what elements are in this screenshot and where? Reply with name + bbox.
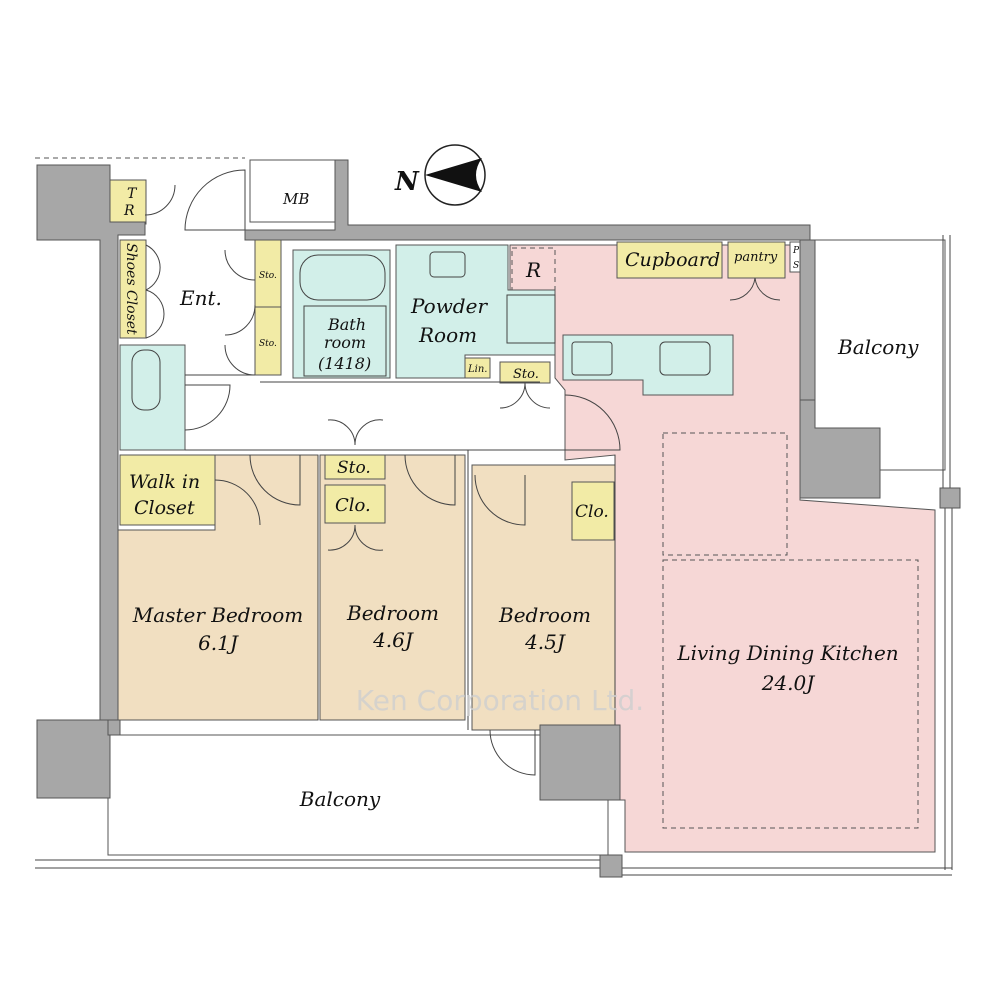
linen-closet [464, 357, 491, 379]
ps-label: P [792, 246, 800, 256]
entrance-label: Ent. [179, 286, 222, 310]
shoes-closet [119, 239, 147, 339]
north-compass-icon: N [394, 144, 486, 206]
storage-label: Sto. [259, 339, 277, 349]
linen-label: Lin. [467, 364, 487, 375]
sink-icon [429, 251, 466, 278]
closet-label: Clo. [335, 495, 371, 516]
storage-label: Sto. [513, 367, 539, 382]
bathroom-label: room [324, 333, 366, 352]
powder-room-label: Powder [410, 294, 488, 318]
ldk-label: Living Dining Kitchen [676, 641, 898, 665]
storage-label: Sto. [337, 458, 371, 478]
balcony-south-label: Balcony [299, 787, 381, 811]
toilet-icon [131, 349, 161, 411]
storage-bedroom-2 [324, 454, 386, 480]
ps-label: S [793, 261, 799, 271]
walk-in-closet [119, 454, 216, 526]
doors [144, 169, 781, 776]
storage-upper [254, 239, 282, 308]
pantry [727, 241, 786, 279]
bathroom-label: (1418) [318, 354, 371, 373]
closet-bedroom-2 [324, 484, 386, 524]
master-bedroom-size: 6.1J [198, 631, 239, 655]
bedroom-3-size: 4.5J [524, 630, 566, 654]
bedroom-2-label: Bedroom [346, 601, 439, 625]
storage-lower [254, 306, 282, 376]
kitchen-counter [562, 334, 734, 396]
master-bedroom-label: Master Bedroom [132, 603, 303, 627]
tr-label: T [127, 186, 138, 202]
walls [36, 159, 961, 878]
kitchen-sink-icon [659, 341, 711, 376]
balcony-east-label: Balcony [837, 335, 919, 359]
watermark: Ken Corporation Ltd. [356, 684, 644, 717]
walk-in-closet-label: Walk in [129, 471, 200, 493]
powder-room-label: Room [418, 323, 477, 347]
cupboard-label: Cupboard [625, 249, 720, 271]
balcony-south [107, 734, 609, 856]
refrigerator-label: R [525, 258, 541, 282]
meter-box [249, 159, 336, 223]
closet-bedroom-3 [571, 481, 615, 541]
bedroom-2-size: 4.6J [372, 628, 414, 652]
compass-label: N [394, 167, 420, 197]
walk-in-closet-label: Closet [134, 497, 195, 519]
shoes-closet-label: Shoes Closet [123, 243, 139, 335]
bathroom-label: Bath [327, 315, 366, 334]
room-labels: T R MB Shoes Closet Ent. Sto. Sto. Bath … [123, 186, 919, 811]
toilet [119, 344, 186, 451]
cupboard [616, 241, 723, 279]
powder-room [395, 244, 556, 379]
storage-label: Sto. [259, 271, 277, 281]
tr-label: R [123, 203, 135, 219]
ldk-size: 24.0J [761, 671, 816, 695]
pantry-label: pantry [734, 250, 778, 265]
washer-icon [506, 294, 556, 344]
bathroom [292, 249, 391, 379]
bedroom-3-label: Bedroom [498, 603, 591, 627]
mb-label: MB [282, 190, 309, 208]
closet-label: Clo. [575, 502, 609, 522]
stove-icon [571, 341, 613, 376]
